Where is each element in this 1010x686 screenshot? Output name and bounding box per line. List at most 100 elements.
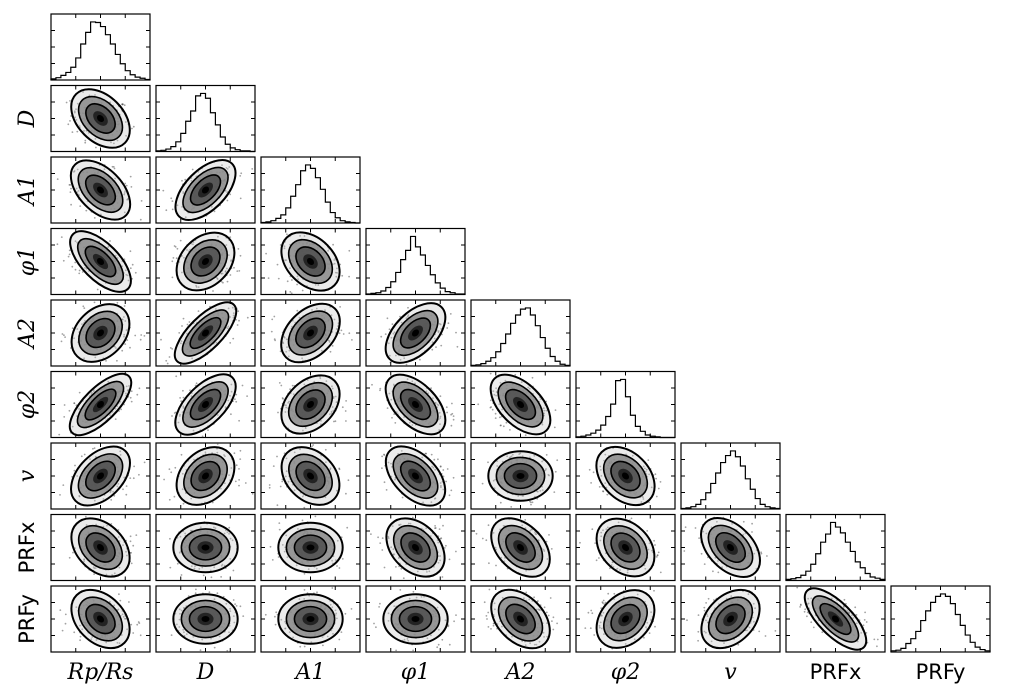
x-axis-label-PRFx: PRFx [810, 660, 862, 684]
y-axis-label-PRFx: PRFx [15, 522, 39, 574]
panel-phi1-vs-PRFx [365, 513, 466, 582]
y-axis-label-v: v [15, 469, 40, 482]
density-peak [201, 257, 210, 266]
density-peak [201, 329, 210, 337]
panel-PRFx-vs-PRFy [785, 585, 886, 653]
density-peak [516, 543, 525, 552]
panel-rp_rs-vs-D [50, 84, 151, 153]
panel-D-vs-v [155, 442, 256, 510]
density-peak [96, 186, 105, 194]
panel-phi2-vs-PRFy [575, 585, 676, 653]
density-peak [516, 400, 525, 409]
panel-A1-vs-phi2 [260, 370, 361, 439]
panel-phi1-vs-phi2 [365, 370, 466, 439]
x-axis-label-v: v [724, 660, 737, 685]
histogram-PRFy [890, 585, 991, 653]
density-peak [621, 615, 630, 623]
histogram-step [470, 307, 571, 367]
density-peak [201, 616, 210, 622]
histogram-PRFx [785, 513, 886, 582]
density-peak [96, 543, 105, 552]
density-peak [411, 400, 420, 409]
y-axis-label-A1: A1 [15, 175, 40, 207]
density-peak [726, 543, 735, 552]
density-peak [306, 329, 315, 337]
density-peak [201, 544, 210, 551]
density-peak [306, 400, 315, 409]
panel-phi2-vs-v [575, 442, 676, 510]
density-peak [621, 543, 630, 552]
histogram-phi1 [365, 227, 466, 296]
panel-D-vs-PRFy [155, 585, 256, 653]
x-axis-label-A2: A2 [504, 660, 536, 685]
panel-phi1-vs-PRFy [365, 585, 466, 653]
panel-phi1-vs-v [365, 442, 466, 510]
panel-D-vs-A2 [155, 299, 256, 367]
density-peak [96, 114, 105, 123]
panel-rp_rs-vs-PRFx [50, 513, 151, 582]
histogram-step [785, 521, 886, 581]
y-axis-label-phi1: φ1 [15, 247, 40, 276]
density-peak [306, 616, 315, 622]
panel-rp_rs-vs-A1 [50, 156, 151, 224]
panel-A2-vs-PRFy [470, 585, 571, 653]
x-axis-label-phi2: φ2 [611, 660, 640, 685]
panel-A1-vs-phi1 [260, 227, 361, 296]
panel-rp_rs-vs-phi2 [50, 370, 151, 439]
density-peak [621, 472, 630, 480]
x-axis-label-phi1: φ1 [401, 660, 430, 685]
histogram-step [680, 450, 781, 510]
panel-D-vs-phi2 [155, 370, 256, 439]
density-peak [96, 472, 105, 480]
histogram-step [50, 21, 151, 81]
histogram-step [155, 92, 255, 153]
histogram-A1 [260, 156, 361, 224]
y-axis-label-A2: A2 [15, 318, 40, 350]
histogram-step [575, 378, 675, 439]
panel-A1-vs-A2 [260, 299, 361, 367]
panel-D-vs-phi1 [155, 227, 256, 296]
density-peak [516, 473, 525, 479]
panel-phi1-vs-A2 [365, 299, 466, 367]
y-axis-label-PRFy: PRFy [15, 594, 39, 644]
panel-rp_rs-vs-PRFy [50, 585, 151, 653]
panel-rp_rs-vs-phi1 [50, 227, 151, 296]
x-axis-label-rp_rs: Rp/Rs [67, 660, 134, 685]
density-peak [201, 400, 210, 409]
y-axis-label-D: D [15, 109, 40, 128]
panel-D-vs-A1 [155, 156, 256, 224]
panel-A1-vs-PRFy [260, 585, 361, 653]
density-peak [306, 544, 315, 551]
panel-A1-vs-PRFx [260, 513, 361, 582]
density-peak [516, 615, 525, 623]
density-peak [306, 472, 315, 480]
panel-rp_rs-vs-v [50, 442, 151, 510]
panel-v-vs-PRFy [680, 585, 781, 653]
histogram-step [890, 593, 991, 652]
x-axis-label-D: D [196, 660, 215, 685]
density-peak [411, 616, 420, 622]
x-axis-label-PRFy: PRFy [916, 660, 966, 684]
histogram-phi2 [575, 370, 676, 439]
panel-v-vs-PRFx [680, 513, 781, 582]
panel-phi2-vs-PRFx [575, 513, 676, 582]
histogram-rp_rs [50, 13, 151, 81]
density-peak [411, 472, 420, 480]
density-peak [726, 615, 735, 623]
density-peak [411, 329, 420, 337]
x-axis-label-A1: A1 [294, 660, 326, 685]
y-axis-label-phi2: φ2 [15, 390, 40, 419]
histogram-D [155, 84, 256, 153]
panel-A2-vs-v [470, 442, 571, 510]
density-peak [306, 257, 315, 266]
panel-D-vs-PRFx [155, 513, 256, 582]
histogram-step [260, 164, 360, 224]
panel-A1-vs-v [260, 442, 361, 510]
density-peak [411, 543, 420, 552]
density-peak [201, 186, 210, 194]
density-peak [96, 329, 105, 337]
panel-rp_rs-vs-A2 [50, 299, 151, 367]
density-peak [201, 472, 210, 480]
panel-A2-vs-phi2 [470, 370, 571, 439]
histogram-v [680, 442, 781, 510]
